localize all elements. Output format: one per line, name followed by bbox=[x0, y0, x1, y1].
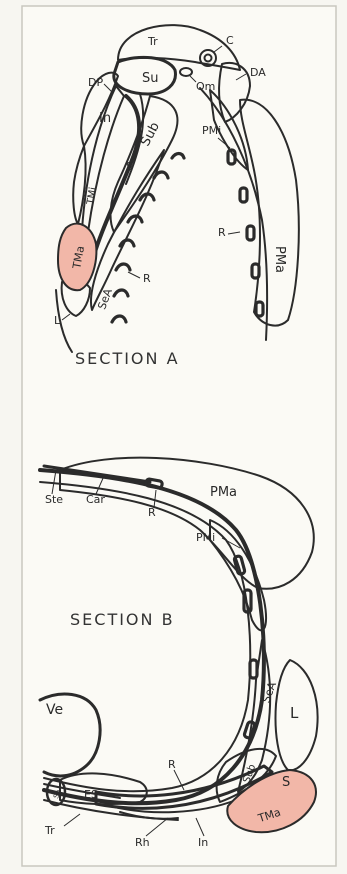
label-in-b: In bbox=[198, 836, 208, 849]
section-a-title: SECTION A bbox=[75, 349, 180, 368]
label-r-bottom-b: R bbox=[168, 758, 176, 771]
label-s-b: S bbox=[282, 775, 290, 790]
label-dp-a: DP bbox=[88, 76, 103, 89]
label-l-b: L bbox=[290, 704, 299, 722]
label-pma-b: PMa bbox=[210, 485, 237, 500]
label-tr-b: Tr bbox=[44, 824, 55, 837]
section-b-title: SECTION B bbox=[70, 610, 175, 629]
label-rh-b: Rh bbox=[135, 836, 150, 849]
label-pmi-b: PMi bbox=[196, 531, 215, 544]
label-s-a: S bbox=[126, 160, 133, 173]
label-tr-a: Tr bbox=[147, 35, 158, 48]
label-c-a: C bbox=[226, 34, 234, 47]
label-es-b: ES bbox=[84, 788, 98, 801]
label-l-a: L bbox=[54, 314, 61, 327]
label-pmi-a: PMi bbox=[202, 124, 221, 137]
label-pma-a: PMa bbox=[272, 246, 287, 273]
label-in-a: In bbox=[99, 111, 111, 126]
label-car-b: Car bbox=[86, 493, 105, 506]
label-r-top-b: R bbox=[148, 506, 156, 519]
label-da-a: DA bbox=[250, 66, 266, 79]
label-su-a: Su bbox=[142, 71, 159, 86]
panel-frame bbox=[22, 6, 336, 866]
label-r2-a: R bbox=[218, 226, 226, 239]
label-ve-b: Ve bbox=[46, 702, 63, 718]
label-ste-b: Ste bbox=[45, 493, 63, 506]
label-om-a: Om bbox=[196, 80, 215, 93]
label-r1-a: R bbox=[143, 272, 151, 285]
